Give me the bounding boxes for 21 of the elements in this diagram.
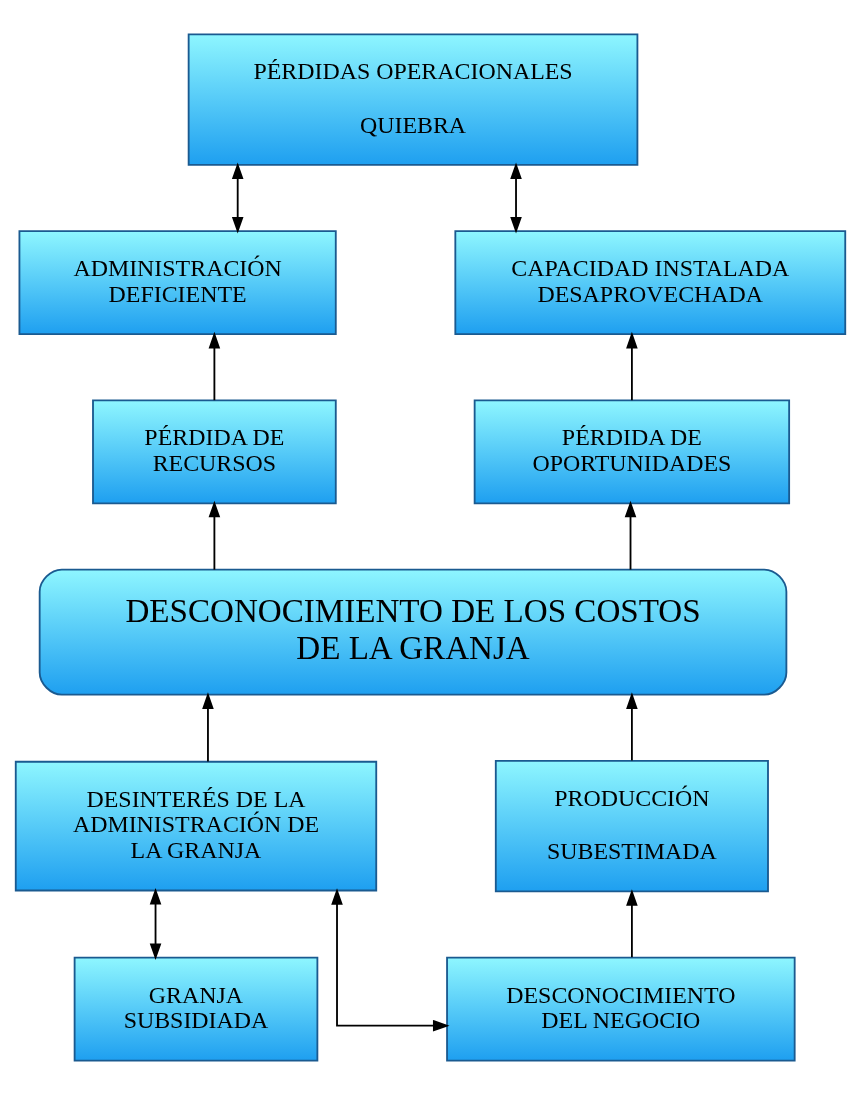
node-box: GRANJA SUBSIDIADA <box>73 956 319 1062</box>
node-box: ADMINISTRACIÓN DEFICIENTE <box>18 229 337 335</box>
node-box: PÉRDIDAS OPERACIONALES QUIEBRA <box>187 32 639 166</box>
node-box: PÉRDIDA DE OPORTUNIDADES <box>473 398 791 504</box>
node-box: DESCONOCIMIENTO DEL NEGOCIO <box>446 956 796 1062</box>
arrow <box>149 887 162 960</box>
arrow <box>626 888 638 958</box>
arrow <box>626 691 638 761</box>
node-box: DESCONOCIMIENTO DE LOS COSTOS DE LA GRANJA <box>38 568 788 696</box>
node-box: CAPACIDAD INSTALADA DESAPROVECHADA <box>454 229 847 335</box>
arrow <box>208 500 221 570</box>
arrow <box>626 331 638 401</box>
arrow <box>624 500 637 570</box>
arrow <box>208 331 221 401</box>
node-box: DESINTERÉS DE LA ADMINISTRACIÓN DE LA GRANJA <box>14 760 378 891</box>
arrow <box>231 161 244 234</box>
arrow <box>510 161 522 234</box>
node-box: PÉRDIDA DE RECURSOS <box>92 398 337 504</box>
arrow <box>331 887 450 1031</box>
arrow <box>202 691 214 762</box>
node-box: PRODUCCIÓN SUBESTIMADA <box>494 759 769 892</box>
